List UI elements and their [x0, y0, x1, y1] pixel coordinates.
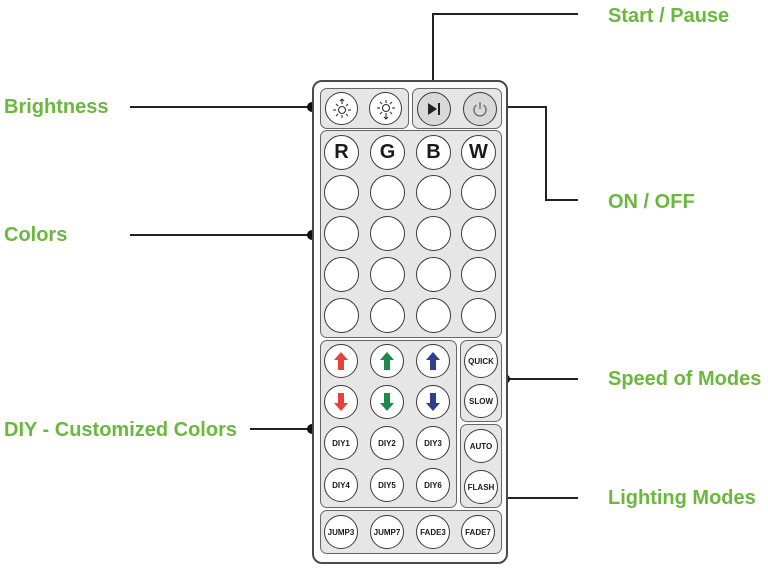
- on-off-label: ON / OFF: [608, 191, 695, 213]
- color-button[interactable]: [324, 298, 359, 333]
- lighting-modes-label: Lighting Modes: [608, 487, 756, 509]
- speed-button-quick[interactable]: QUICK: [464, 344, 498, 378]
- diy-button[interactable]: DIY4: [324, 468, 358, 502]
- color-button[interactable]: [416, 216, 451, 251]
- color-button[interactable]: [461, 298, 496, 333]
- color-button-w-label: W: [469, 141, 488, 163]
- brightness-up-icon: [332, 97, 351, 118]
- color-button[interactable]: [324, 175, 359, 210]
- diy-button-label: DIY1: [332, 438, 350, 448]
- arrow-up-icon: [380, 352, 394, 370]
- color-button[interactable]: [370, 175, 405, 210]
- speed-button-quick-label: QUICK: [468, 356, 494, 366]
- color-button-g[interactable]: G: [370, 135, 405, 170]
- diy-label: DIY - Customized Colors: [4, 419, 237, 441]
- diy-button-label: DIY5: [378, 480, 396, 490]
- mode-button-fade3[interactable]: FADE3: [416, 515, 450, 549]
- arrow-down-icon: [380, 393, 394, 411]
- diy-button-label: DIY4: [332, 480, 350, 490]
- red-down-button[interactable]: [324, 385, 358, 419]
- color-button-g-label: G: [379, 141, 396, 163]
- color-button[interactable]: [461, 175, 496, 210]
- mode-button-flash-label: FLASH: [467, 482, 495, 492]
- color-button[interactable]: [461, 216, 496, 251]
- control-panel: [412, 88, 502, 129]
- mode-button-jump7-label: JUMP7: [373, 527, 401, 537]
- color-button[interactable]: [461, 257, 496, 292]
- color-button-r-label: R: [334, 141, 349, 163]
- color-button-b[interactable]: B: [416, 135, 451, 170]
- color-button-b-label: B: [426, 141, 441, 163]
- color-button[interactable]: [324, 257, 359, 292]
- mode-button-jump3-label: JUMP3: [327, 527, 355, 537]
- color-button[interactable]: [416, 175, 451, 210]
- arrow-up-icon: [426, 352, 440, 370]
- brightness-label: Brightness: [4, 96, 109, 118]
- colors-label: Colors: [4, 224, 68, 246]
- green-up-button[interactable]: [370, 344, 404, 378]
- diy-button-label: DIY6: [424, 480, 442, 490]
- speed-button-slow[interactable]: SLOW: [464, 384, 498, 418]
- arrow-up-icon: [334, 352, 348, 370]
- play-pause-icon: [428, 103, 440, 115]
- blue-down-button[interactable]: [416, 385, 450, 419]
- color-button[interactable]: [416, 298, 451, 333]
- green-down-button[interactable]: [370, 385, 404, 419]
- mode-button-flash[interactable]: FLASH: [464, 470, 498, 504]
- mode-button-fade7[interactable]: FADE7: [461, 515, 495, 549]
- start-pause-label: Start / Pause: [608, 5, 730, 27]
- brightness-up-button[interactable]: [325, 92, 358, 125]
- speed-button-slow-label: SLOW: [469, 396, 493, 406]
- blue-up-button[interactable]: [416, 344, 450, 378]
- color-button-r[interactable]: R: [324, 135, 359, 170]
- color-button[interactable]: [416, 257, 451, 292]
- lighting-modes-panel: AUTO FLASH: [460, 424, 502, 508]
- brightness-panel: [320, 88, 409, 129]
- mode-button-auto[interactable]: AUTO: [464, 429, 498, 463]
- brightness-down-icon: [376, 99, 395, 120]
- arrow-down-icon: [334, 393, 348, 411]
- diy-button[interactable]: DIY6: [416, 468, 450, 502]
- red-up-button[interactable]: [324, 344, 358, 378]
- brightness-down-button[interactable]: [369, 92, 402, 125]
- color-button[interactable]: [370, 257, 405, 292]
- color-button[interactable]: [324, 216, 359, 251]
- color-button-w[interactable]: W: [461, 135, 496, 170]
- diy-button-label: DIY3: [424, 438, 442, 448]
- speed-panel: QUICK SLOW: [460, 340, 502, 422]
- mode-button-fade7-label: FADE7: [465, 527, 491, 537]
- diy-button[interactable]: DIY5: [370, 468, 404, 502]
- diy-button[interactable]: DIY1: [324, 426, 358, 460]
- play-pause-button[interactable]: [417, 92, 451, 126]
- mode-button-jump7[interactable]: JUMP7: [370, 515, 404, 549]
- power-button[interactable]: [463, 92, 497, 126]
- diy-button[interactable]: DIY3: [416, 426, 450, 460]
- diy-button-label: DIY2: [378, 438, 396, 448]
- mode-button-fade3-label: FADE3: [420, 527, 446, 537]
- arrow-down-icon: [426, 393, 440, 411]
- color-button[interactable]: [370, 298, 405, 333]
- color-button[interactable]: [370, 216, 405, 251]
- mode-button-auto-label: AUTO: [469, 441, 493, 451]
- power-icon: [473, 102, 487, 117]
- mode-button-jump3[interactable]: JUMP3: [324, 515, 358, 549]
- speed-of-modes-label: Speed of Modes: [608, 368, 762, 390]
- diy-button[interactable]: DIY2: [370, 426, 404, 460]
- bottom-panel: JUMP3 JUMP7 FADE3 FADE7: [320, 510, 502, 554]
